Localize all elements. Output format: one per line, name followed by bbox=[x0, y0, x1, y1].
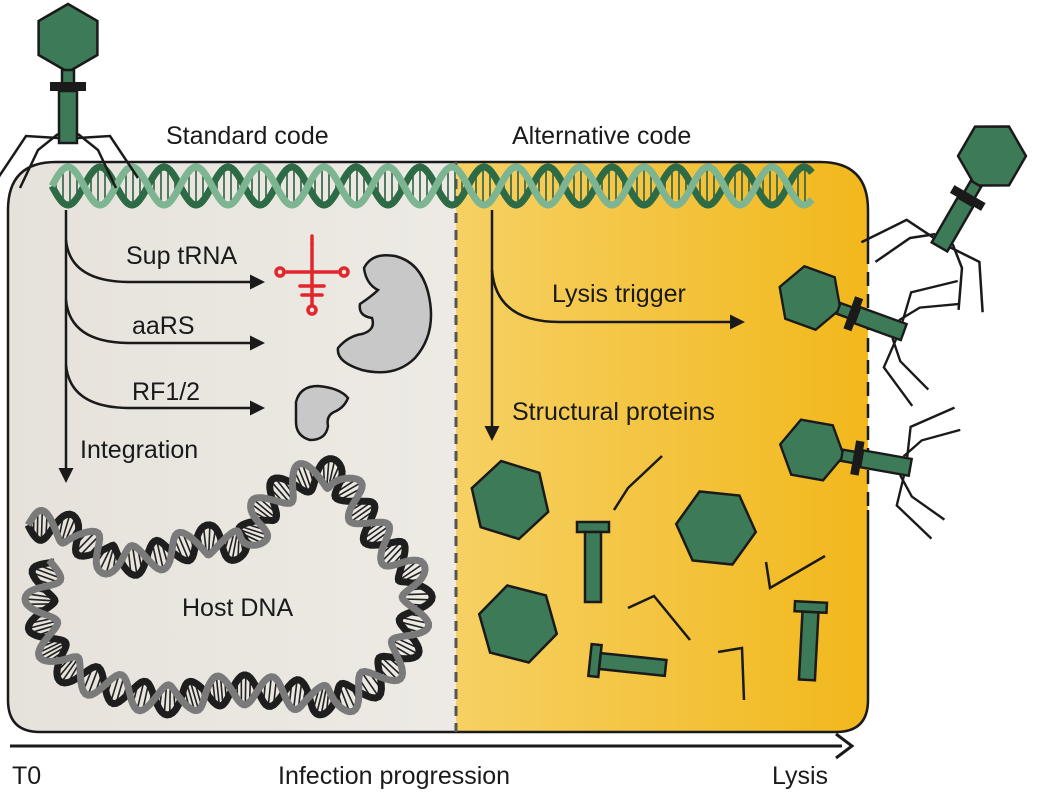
host-dna-rung bbox=[60, 513, 71, 543]
host-dna-rung bbox=[402, 598, 432, 601]
host-dna-rung bbox=[360, 671, 380, 698]
cell bbox=[6, 160, 870, 734]
fiber-icon bbox=[612, 455, 663, 511]
host-dna-rung bbox=[384, 543, 406, 567]
rf12-label: RF1/2 bbox=[132, 378, 201, 406]
host-dna-rung bbox=[163, 685, 168, 715]
host-dna-rung bbox=[215, 676, 221, 706]
tail-icon bbox=[575, 520, 611, 604]
host-dna-label: Host DNA bbox=[182, 594, 294, 622]
host-dna-rung bbox=[349, 504, 376, 523]
structural-parts bbox=[470, 455, 829, 701]
host-dna-rung bbox=[131, 545, 138, 576]
phage-icon bbox=[778, 406, 961, 540]
alternative-code-arrows bbox=[484, 210, 745, 441]
host-dna-rung bbox=[244, 674, 247, 705]
sup-trna-label: Sup tRNA bbox=[126, 242, 238, 270]
alternative-code-region bbox=[456, 162, 868, 732]
host-dna-rung bbox=[60, 657, 80, 683]
standard-code-arrows bbox=[58, 210, 265, 483]
host-dna-rung bbox=[335, 481, 362, 499]
host-dna-rung bbox=[136, 681, 145, 711]
aars-label: aaRS bbox=[132, 312, 195, 340]
rf12-arrow bbox=[64, 364, 265, 416]
lysis-label: Lysis bbox=[772, 762, 829, 790]
capsid-icon bbox=[674, 490, 758, 566]
trna-icon bbox=[274, 234, 350, 316]
host-dna-rung bbox=[296, 464, 310, 493]
host-dna-rung bbox=[391, 639, 419, 655]
host-dna-rung bbox=[398, 562, 424, 582]
host-dna-rung bbox=[40, 510, 44, 541]
host-dna-rung bbox=[155, 540, 165, 570]
t0-label: T0 bbox=[12, 762, 42, 790]
host-dna-rung bbox=[176, 532, 190, 562]
tail-icon bbox=[793, 599, 829, 682]
host-dna-rung bbox=[33, 567, 62, 580]
host-dna-rung bbox=[109, 674, 120, 703]
host-dna-rung bbox=[87, 667, 100, 696]
host-dna-rung bbox=[28, 620, 58, 630]
integration-label: Integration bbox=[80, 436, 199, 464]
infection-progression-label: Infection progression bbox=[278, 762, 511, 790]
phages bbox=[0, 2, 1028, 540]
phage-icon bbox=[0, 2, 140, 189]
aars-protein-icon bbox=[336, 254, 433, 374]
standard-code-label: Standard code bbox=[166, 122, 329, 150]
sup-trna-arrow bbox=[64, 239, 265, 290]
host-dna-rung bbox=[364, 525, 390, 544]
rf-protein-icon bbox=[294, 384, 350, 442]
timeline-arrow bbox=[10, 732, 855, 760]
host-dna-rung bbox=[270, 480, 291, 504]
fiber-icon bbox=[627, 594, 691, 641]
host-dna-helix bbox=[21, 455, 436, 719]
aars-arrow bbox=[64, 299, 265, 351]
host-dna-rung bbox=[75, 531, 97, 553]
host-dna-rung bbox=[292, 679, 298, 710]
host-dna-rung bbox=[24, 598, 56, 602]
host-dna-rung bbox=[238, 528, 267, 541]
lysis-trigger-label: Lysis trigger bbox=[552, 280, 686, 308]
genome-strand-b bbox=[48, 163, 815, 209]
host-dna-rung bbox=[267, 676, 273, 707]
capsid-icon bbox=[477, 584, 559, 664]
host-dna-rung bbox=[39, 642, 67, 658]
host-dna-rung bbox=[380, 656, 403, 677]
standard-code-region bbox=[8, 162, 456, 732]
fiber-icon bbox=[717, 646, 746, 701]
capsid-icon bbox=[470, 459, 550, 541]
host-dna-rung bbox=[315, 685, 325, 715]
host-dna-rung bbox=[400, 616, 429, 625]
host-dna-rung bbox=[207, 524, 211, 555]
structural-proteins-label: Structural proteins bbox=[512, 398, 715, 426]
host-dna-rung bbox=[189, 681, 200, 711]
phage-genome-helix bbox=[48, 163, 815, 209]
phage-icon bbox=[778, 264, 960, 407]
host-dna-rung bbox=[240, 525, 268, 536]
host-dna-rung bbox=[252, 498, 277, 519]
phage-icon bbox=[860, 125, 1028, 313]
host-dna-strand-b bbox=[21, 460, 432, 716]
fiber-icon bbox=[764, 554, 826, 591]
tail-icon bbox=[586, 642, 668, 679]
host-dna-rung bbox=[79, 534, 100, 557]
host-dna-rung bbox=[342, 683, 357, 710]
lysis-trigger-arrow bbox=[490, 269, 745, 330]
alternative-code-label: Alternative code bbox=[512, 122, 692, 150]
